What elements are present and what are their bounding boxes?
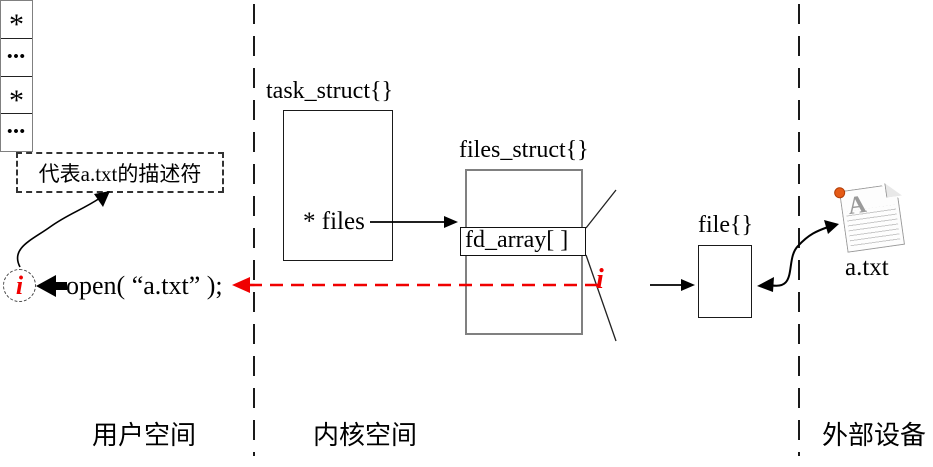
task-struct-label: task_struct{} xyxy=(266,78,394,104)
fd-cell-pointer: * xyxy=(9,8,24,38)
open-call-text: open( “a.txt” ); xyxy=(66,271,223,300)
fd-to-note-arrow xyxy=(16,191,110,268)
document-name: a.txt xyxy=(845,254,889,281)
open-return-arrow xyxy=(36,275,67,297)
fd-cell-ellipsis: ••• xyxy=(1,37,32,76)
file-struct-box xyxy=(698,245,752,318)
fd-array-column: * ••• * ••• xyxy=(0,0,33,152)
fd-array-field-text: fd_array[ ] xyxy=(465,227,569,253)
files-pointer-field: * files xyxy=(303,208,365,235)
document-fold-corner-icon xyxy=(884,181,902,198)
descriptor-note-box: 代表a.txt的描述符 xyxy=(16,152,224,193)
file-struct-label: file{} xyxy=(698,212,754,238)
descriptor-note-text: 代表a.txt的描述符 xyxy=(38,161,202,186)
fd-index-text: i xyxy=(596,264,604,295)
fanout-line-top xyxy=(585,189,617,229)
fd-cell-to-file-arrow xyxy=(650,279,695,291)
task-struct-box xyxy=(283,110,393,261)
document-icon: A xyxy=(833,181,910,256)
file-device-arrow xyxy=(757,220,839,292)
document-letter: A xyxy=(846,190,868,221)
zone-label-external: 外部设备 xyxy=(821,421,927,450)
zone-label-user: 用户空间 xyxy=(91,421,197,450)
fd-value-text: i xyxy=(15,270,24,300)
fd-value-circle: i xyxy=(3,269,36,302)
fd-array-field: fd_array[ ] xyxy=(460,227,586,256)
fd-cell-ellipsis2: ••• xyxy=(1,113,32,151)
fd-cell-pointer-i: * xyxy=(1,75,32,113)
zone-label-kernel: 内核空间 xyxy=(312,421,418,450)
files-struct-label: files_struct{} xyxy=(459,137,589,163)
